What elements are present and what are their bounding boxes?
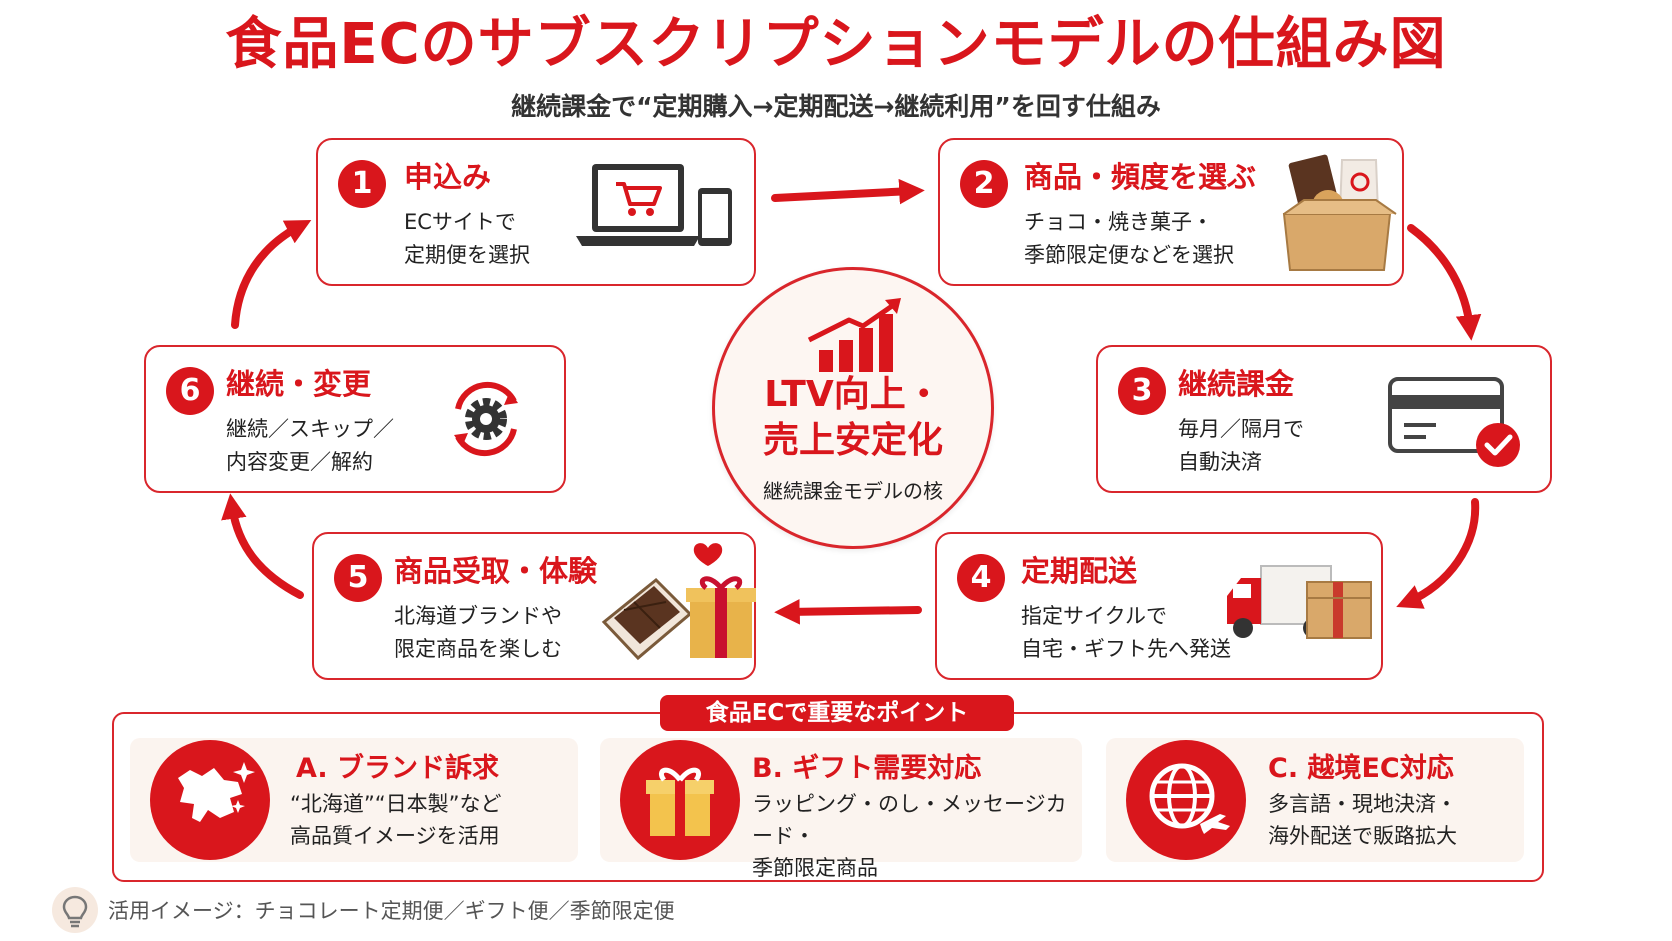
step-title: 継続・変更 [226,367,372,401]
arrow-5-to-6 [221,493,304,599]
arrow-6-to-1 [231,220,312,329]
lightbulb-icon [52,887,98,933]
step-description: 北海道ブランドや 限定商品を楽しむ [394,604,562,661]
step-1-card: 1 申込み ECサイトで 定期便を選択 [316,138,756,286]
step-description: 毎月／隔月で 自動決済 [1178,417,1304,474]
arrow-4-to-5 [774,599,922,625]
point-c-card: C. 越境EC対応 多言語・現地決済・ 海外配送で販路拡大 [1106,738,1524,862]
point-title: A. ブランド訴求 [296,753,500,784]
step-title: 商品・頻度を選ぶ [1024,160,1257,194]
point-icon-circle [620,740,740,860]
key-points-label: 食品ECで重要なポイント [660,695,1014,731]
point-description: “北海道”“日本製”など 高品質イメージを活用 [290,792,502,848]
step-4-card: 4 定期配送 指定サイクルで 自宅・ギフト先へ発送 [935,532,1383,680]
step-3-card: 3 継続課金 毎月／隔月で 自動決済 [1096,345,1552,493]
step-title: 申込み [404,160,492,194]
hokkaido-map-icon [178,762,255,822]
snack-box-icon [1282,154,1397,271]
laptop-cart-icon [576,164,732,246]
step-2-card: 2 商品・頻度を選ぶ チョコ・焼き菓子・ 季節限定便などを選択 [938,138,1404,286]
page-subtitle: 継続課金で“定期購入→定期配送→継続利用”を回す仕組み [511,92,1161,121]
center-goal-circle: LTV向上・ 売上安定化 継続課金モデルの核 [712,267,994,549]
step-number-badge: 6 [166,367,214,415]
step-description: 継続／スキップ／ 内容変更／解約 [226,417,394,474]
step-number-badge: 3 [1118,367,1166,415]
growth-chart-icon [807,298,901,372]
step-number-badge: 4 [957,554,1005,602]
step-title: 定期配送 [1021,554,1138,588]
step-number-badge: 5 [334,554,382,602]
page-title: 食品ECのサブスクリプションモデルの仕組み図 [225,12,1447,77]
step-title: 継続課金 [1178,367,1295,401]
credit-card-icon [1388,377,1520,467]
gear-cycle-icon [454,381,518,457]
step-6-card: 6 継続・変更 継続／スキップ／ 内容変更／解約 [144,345,566,493]
step-number-badge: 1 [338,160,386,208]
arrow-2-to-3 [1407,224,1482,341]
point-description: ラッピング・のし・メッセージカード・ 季節限定商品 [752,792,1067,880]
chocolate-gift-icon [601,543,756,661]
center-main-text: LTV向上・ 売上安定化 [762,374,943,461]
gift-box-icon [646,767,714,836]
arrow-1-to-2 [771,178,925,205]
delivery-truck-icon [1227,565,1372,639]
usage-note: 活用イメージ：チョコレート定期便／ギフト便／季節限定便 [108,899,675,923]
point-a-card: A. ブランド訴求 “北海道”“日本製”など 高品質イメージを活用 [130,738,578,862]
step-5-card: 5 商品受取・体験 北海道ブランドや 限定商品を楽しむ [312,532,756,680]
point-icon-circle [150,740,270,860]
point-title: C. 越境EC対応 [1268,753,1454,784]
point-description: 多言語・現地決済・ 海外配送で販路拡大 [1268,792,1457,848]
step-description: チョコ・焼き菓子・ 季節限定便などを選択 [1024,210,1234,267]
point-icon-circle [1126,740,1246,860]
step-description: ECサイトで 定期便を選択 [404,210,530,267]
point-b-card: B. ギフト需要対応 ラッピング・のし・メッセージカード・ 季節限定商品 [600,738,1082,880]
step-title: 商品受取・体験 [394,554,598,588]
step-number-badge: 2 [960,160,1008,208]
center-sub-text: 継続課金モデルの核 [763,479,943,503]
point-title: B. ギフト需要対応 [752,753,982,784]
globe-plane-icon [1149,763,1230,834]
step-description: 指定サイクルで 自宅・ギフト先へ発送 [1021,604,1231,661]
arrow-3-to-4 [1396,498,1480,609]
